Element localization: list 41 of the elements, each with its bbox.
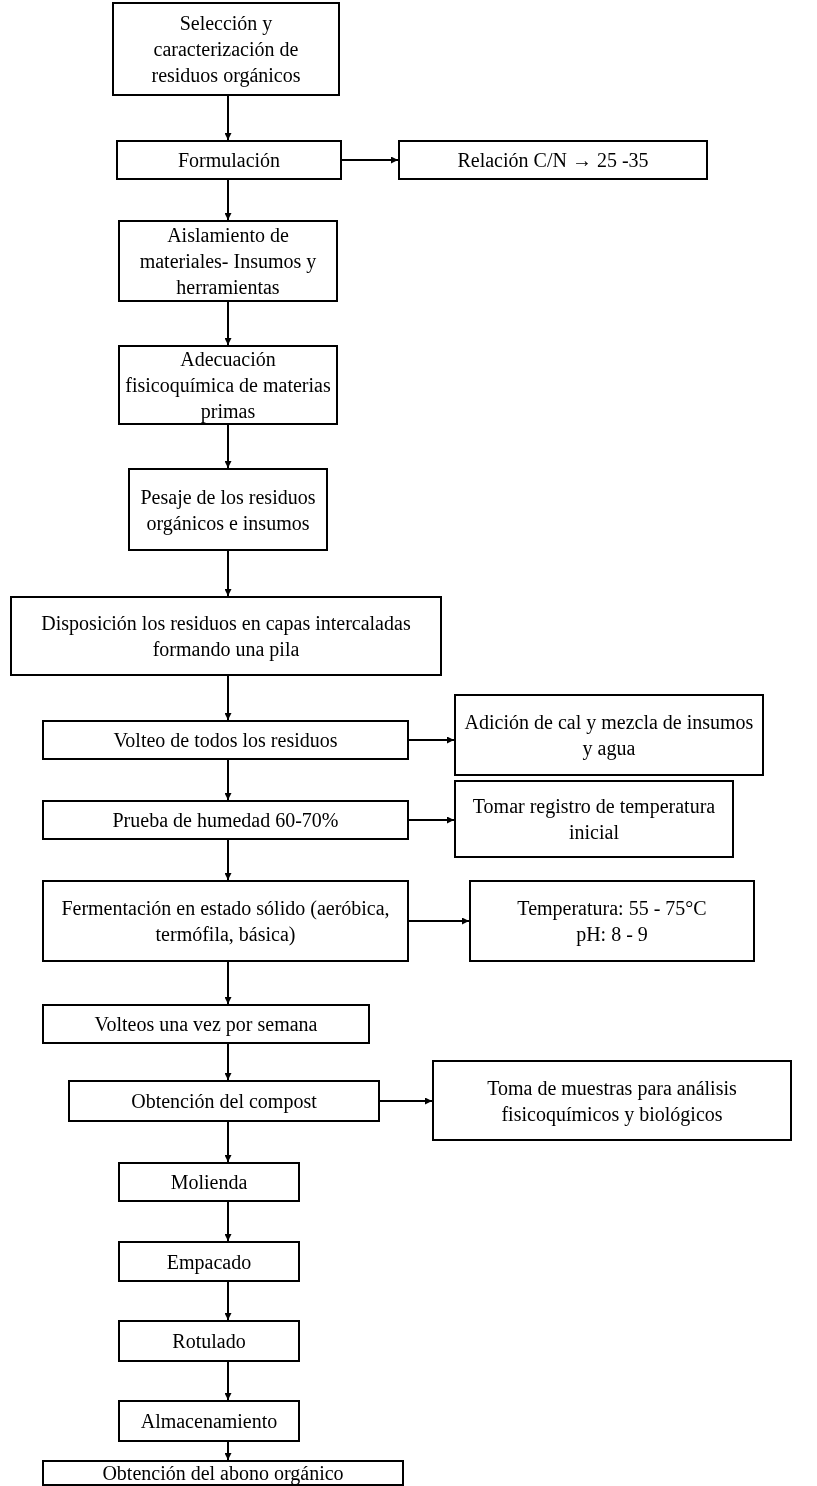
arrow	[224, 95, 232, 141]
process-box: Selección y caracterización de residuos orgánicos	[112, 2, 340, 96]
process-box: Tomar registro de temperatura inicial	[454, 780, 734, 858]
process-box: Prueba de humedad 60-70%	[42, 800, 409, 840]
process-box: Disposición los residuos en capas intercaladas formando una pila	[10, 596, 442, 676]
arrow	[224, 1441, 232, 1461]
process-box: Volteos una vez por semana	[42, 1004, 370, 1044]
process-box: Temperatura: 55 - 75°C pH: 8 - 9	[469, 880, 755, 962]
arrow	[224, 961, 232, 1005]
arrow	[224, 759, 232, 801]
arrow	[224, 1121, 232, 1163]
arrow	[408, 816, 455, 824]
process-box: Obtención del compost	[68, 1080, 380, 1122]
arrow	[408, 736, 455, 744]
process-box: Rotulado	[118, 1320, 300, 1362]
arrow	[224, 1043, 232, 1081]
arrow	[341, 156, 399, 164]
process-box: Fermentación en estado sólido (aeróbica, termófila, básica)	[42, 880, 409, 962]
process-box: Adición de cal y mezcla de insumos y agua	[454, 694, 764, 776]
arrow	[224, 675, 232, 721]
arrow	[224, 839, 232, 881]
process-box: Empacado	[118, 1241, 300, 1282]
process-box: Formulación	[116, 140, 342, 180]
arrow	[224, 424, 232, 469]
process-box: Aislamiento de materiales- Insumos y herramientas	[118, 220, 338, 302]
process-box: Relación C/N → 25 -35	[398, 140, 708, 180]
process-box: Almacenamiento	[118, 1400, 300, 1442]
process-box: Molienda	[118, 1162, 300, 1202]
arrow	[224, 550, 232, 597]
arrow	[408, 917, 470, 925]
arrow	[224, 1281, 232, 1321]
process-box: Toma de muestras para análisis fisicoquímicos y biológicos	[432, 1060, 792, 1141]
arrow	[379, 1097, 433, 1105]
arrow	[224, 179, 232, 221]
arrow	[224, 1201, 232, 1242]
arrow	[224, 1361, 232, 1401]
process-box: Pesaje de los residuos orgánicos e insumos	[128, 468, 328, 551]
process-box: Volteo de todos los residuos	[42, 720, 409, 760]
arrow	[224, 301, 232, 346]
process-box: Adecuación fisicoquímica de materias primas	[118, 345, 338, 425]
process-box: Obtención del abono orgánico	[42, 1460, 404, 1486]
